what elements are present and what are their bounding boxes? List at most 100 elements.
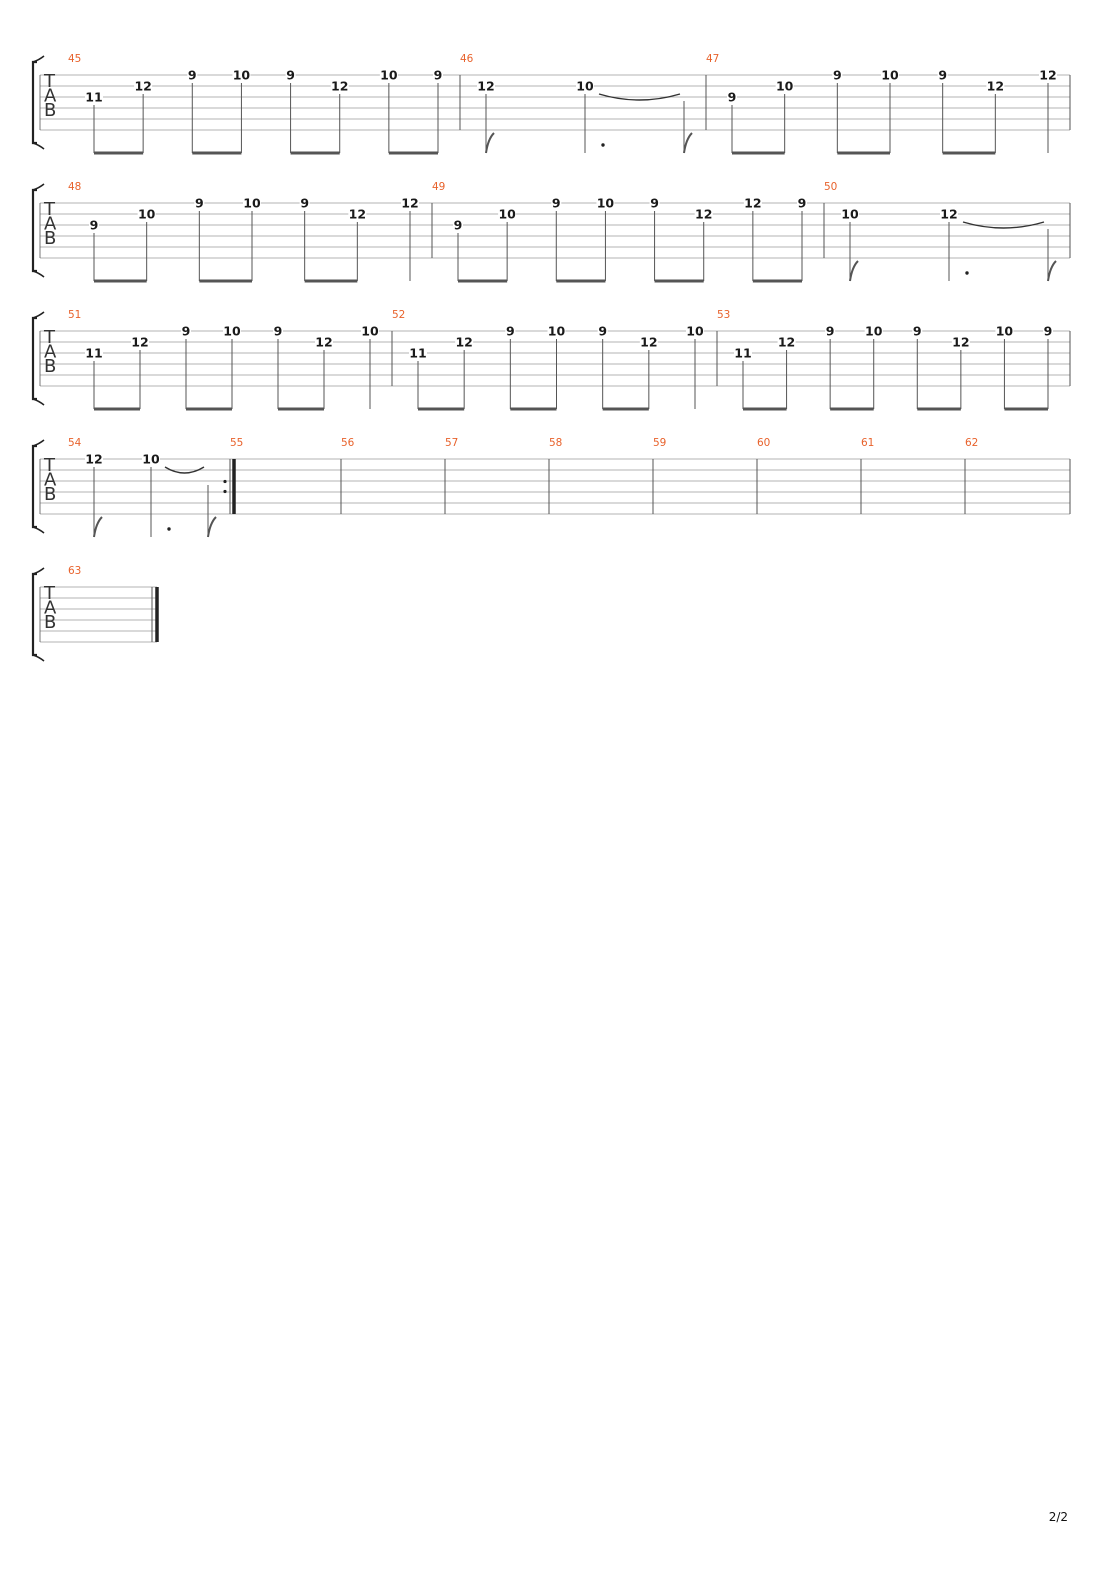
fret-number: 9 xyxy=(274,324,283,339)
fret-backdrop xyxy=(433,69,443,80)
tab-clef-letter: A xyxy=(44,86,57,107)
fret-number: 9 xyxy=(833,68,842,83)
measure-number: 47 xyxy=(706,53,719,65)
fret-backdrop xyxy=(455,336,474,347)
measure-number: 54 xyxy=(68,437,82,449)
system-bracket xyxy=(31,188,37,273)
measure-number: 51 xyxy=(68,309,81,321)
fret-number: 9 xyxy=(182,324,191,339)
fret-number: 12 xyxy=(331,79,348,94)
measure-number: 60 xyxy=(757,437,770,449)
fret-number: 9 xyxy=(826,324,835,339)
tab-clef-letter: B xyxy=(44,484,56,505)
fret-backdrop xyxy=(576,80,594,91)
tab-clef-letter: B xyxy=(44,100,56,121)
measure-number: 49 xyxy=(432,181,445,193)
measure-number: 63 xyxy=(68,565,81,577)
tab-clef-letter: T xyxy=(43,455,56,476)
fret-backdrop xyxy=(243,197,261,208)
fret-number: 9 xyxy=(300,196,309,211)
measure-number: 53 xyxy=(717,309,730,321)
tab-clef-letter: B xyxy=(44,612,56,633)
fret-number: 9 xyxy=(286,68,295,83)
system-bracket xyxy=(31,60,37,145)
fret-backdrop xyxy=(273,325,283,336)
fret-backdrop xyxy=(727,91,737,102)
note-flag xyxy=(93,516,103,538)
system-bracket xyxy=(31,572,37,657)
fret-backdrop xyxy=(995,325,1014,336)
fret-backdrop xyxy=(187,69,198,80)
fret-number: 12 xyxy=(477,79,494,94)
note-flag xyxy=(1047,260,1057,282)
rhythm-dot xyxy=(965,271,969,275)
fret-number: 10 xyxy=(142,452,160,467)
measure-number: 55 xyxy=(230,437,243,449)
fret-backdrop xyxy=(223,325,241,336)
measure-number: 50 xyxy=(824,181,837,193)
fret-number: 9 xyxy=(1044,324,1053,339)
fret-backdrop xyxy=(134,80,153,91)
fret-backdrop xyxy=(85,453,103,464)
fret-backdrop xyxy=(1043,325,1053,336)
fret-number: 12 xyxy=(695,207,712,222)
note-flag xyxy=(683,132,693,154)
fret-backdrop xyxy=(85,91,103,102)
fret-number: 10 xyxy=(597,196,615,211)
tab-clef-letter: T xyxy=(43,327,56,348)
fret-number: 9 xyxy=(552,196,561,211)
measure-number: 61 xyxy=(861,437,874,449)
tab-clef-letter: T xyxy=(43,199,56,220)
fret-backdrop xyxy=(596,197,615,208)
fret-backdrop xyxy=(639,336,658,347)
measure-number: 45 xyxy=(68,53,81,65)
fret-number: 12 xyxy=(349,207,366,222)
fret-number: 12 xyxy=(640,335,657,350)
bracket-hook xyxy=(32,183,45,191)
measure-number: 59 xyxy=(653,437,666,449)
fret-backdrop xyxy=(505,325,516,336)
fret-backdrop xyxy=(551,197,562,208)
fret-backdrop xyxy=(315,336,333,347)
fret-backdrop xyxy=(940,208,958,219)
fret-backdrop xyxy=(797,197,807,208)
fret-backdrop xyxy=(937,69,948,80)
fret-backdrop xyxy=(986,80,1005,91)
fret-backdrop xyxy=(694,208,713,219)
tab-clef-letter: A xyxy=(44,342,57,363)
fret-backdrop xyxy=(232,69,251,80)
fret-number: 9 xyxy=(650,196,659,211)
repeat-dot xyxy=(223,489,227,494)
tab-clef-letter: B xyxy=(44,228,56,249)
fret-number: 9 xyxy=(598,324,607,339)
fret-backdrop xyxy=(912,325,923,336)
repeat-dot xyxy=(223,479,227,484)
fret-backdrop xyxy=(453,219,463,230)
bracket-hook xyxy=(32,654,45,662)
fret-number: 10 xyxy=(243,196,261,211)
fret-number: 12 xyxy=(987,79,1004,94)
bracket-hook xyxy=(32,526,45,534)
fret-backdrop xyxy=(734,347,752,358)
fret-backdrop xyxy=(1039,69,1057,80)
bracket-hook xyxy=(32,311,45,319)
fret-backdrop xyxy=(743,197,762,208)
fret-backdrop xyxy=(477,80,495,91)
tie-arc xyxy=(962,221,1045,229)
measure-number: 62 xyxy=(965,437,978,449)
rhythm-dot xyxy=(601,143,605,147)
fret-number: 12 xyxy=(1039,68,1056,83)
fret-backdrop xyxy=(361,325,379,336)
tie-arc xyxy=(164,466,205,474)
fret-number: 10 xyxy=(865,324,883,339)
fret-number: 12 xyxy=(131,335,148,350)
fret-number: 12 xyxy=(744,196,761,211)
fret-backdrop xyxy=(89,219,99,230)
fret-number: 10 xyxy=(996,324,1014,339)
fret-number: 10 xyxy=(881,68,899,83)
fret-backdrop xyxy=(649,197,660,208)
